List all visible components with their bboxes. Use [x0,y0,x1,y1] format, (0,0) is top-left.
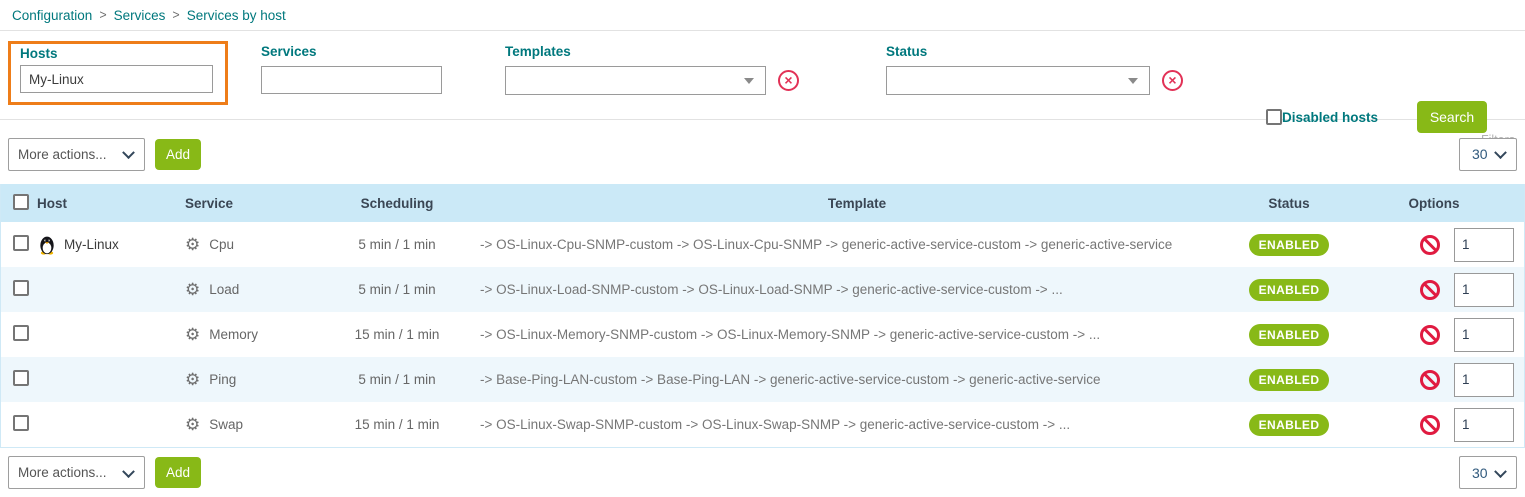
status-filter-label: Status [886,44,928,59]
bottom-toolbar: More actions... Add 30 [0,448,1525,495]
status-badge: ENABLED [1248,278,1330,301]
services-filter-label: Services [261,44,317,59]
service-name[interactable]: Ping [209,372,237,387]
templates-filter-select[interactable] [505,66,766,95]
status-badge: ENABLED [1248,233,1330,256]
table-row: Memory 15 min / 1 min -> OS-Linux-Memory… [1,312,1524,357]
template-chain: -> Base-Ping-LAN-custom -> Base-Ping-LAN… [480,372,1101,387]
scheduling-value: 5 min / 1 min [358,372,436,387]
disable-icon[interactable] [1420,369,1440,390]
row-checkbox[interactable] [13,235,29,251]
services-filter-group: Services [261,44,442,94]
service-name[interactable]: Load [209,282,240,297]
disable-icon[interactable] [1420,234,1440,255]
duplicate-count-input[interactable] [1454,227,1514,262]
scheduling-value: 5 min / 1 min [358,237,436,252]
page-size-select[interactable]: 30 [1459,137,1517,171]
status-filter-group: Status [886,44,1183,95]
template-chain: -> OS-Linux-Cpu-SNMP-custom -> OS-Linux-… [480,237,1173,252]
header-template[interactable]: Template [827,195,887,211]
more-actions-select-wrapper: More actions... [8,456,145,489]
hosts-filter-label: Hosts [20,46,58,61]
disable-icon[interactable] [1420,324,1440,345]
status-badge: ENABLED [1248,323,1330,346]
header-status[interactable]: Status [1268,195,1310,211]
service-name[interactable]: Memory [209,327,259,342]
status-badge: ENABLED [1248,368,1330,391]
row-checkbox[interactable] [13,415,29,431]
template-chain: -> OS-Linux-Swap-SNMP-custom -> OS-Linux… [480,417,1071,432]
header-host[interactable]: Host [37,195,67,211]
breadcrumb-separator: > [99,8,107,22]
chevron-down-icon [744,78,754,84]
row-checkbox[interactable] [13,325,29,341]
breadcrumb-configuration[interactable]: Configuration [12,7,93,23]
gear-icon[interactable] [185,371,200,388]
disable-icon[interactable] [1420,279,1440,300]
chevron-down-icon [1128,78,1138,84]
more-actions-select[interactable]: More actions... [8,137,145,171]
row-checkbox[interactable] [13,280,29,296]
header-service[interactable]: Service [185,195,234,211]
duplicate-count-input[interactable] [1454,272,1514,307]
header-scheduling[interactable]: Scheduling [360,195,434,211]
service-name[interactable]: Swap [209,417,244,432]
table-row: My-Linux Cpu 5 min / 1 min -> OS-Linux-C… [1,222,1524,267]
gear-icon[interactable] [185,281,200,298]
add-button[interactable]: Add [155,138,201,170]
breadcrumb-services[interactable]: Services [113,7,166,23]
hosts-filter-group: Hosts [8,41,228,105]
page-size-select-wrapper: 30 [1459,456,1517,489]
duplicate-count-input[interactable] [1454,317,1514,352]
clear-templates-icon[interactable] [778,70,799,91]
linux-penguin-icon [40,236,54,255]
table-row: Swap 15 min / 1 min -> OS-Linux-Swap-SNM… [1,402,1524,447]
disabled-hosts-group: Disabled hosts [1266,109,1378,125]
add-button-bottom[interactable]: Add [155,457,201,488]
disable-icon[interactable] [1420,414,1440,435]
select-all-checkbox[interactable] [13,193,29,210]
gear-icon[interactable] [185,236,200,253]
header-options[interactable]: Options [1408,195,1460,211]
breadcrumb-separator: > [172,8,180,22]
filter-panel: Hosts Services Templates Status Disabled… [0,31,1525,147]
templates-filter-group: Templates [505,44,799,95]
table-header-row: Host Service Scheduling Template Status … [1,184,1524,222]
hosts-filter-input[interactable] [20,65,213,93]
page-size-select-wrapper: 30 [1459,137,1517,171]
scheduling-value: 15 min / 1 min [354,417,440,432]
clear-status-icon[interactable] [1162,70,1183,91]
page-size-select-bottom[interactable]: 30 [1459,456,1517,489]
more-actions-select-bottom[interactable]: More actions... [8,456,145,489]
services-table: Host Service Scheduling Template Status … [0,184,1525,448]
row-checkbox[interactable] [13,370,29,386]
disabled-hosts-checkbox[interactable] [1266,109,1282,125]
table-body: My-Linux Cpu 5 min / 1 min -> OS-Linux-C… [1,222,1524,447]
search-button[interactable]: Search [1417,101,1487,133]
service-name[interactable]: Cpu [209,237,235,252]
status-badge: ENABLED [1248,413,1330,436]
gear-icon[interactable] [185,416,200,433]
table-row: Load 5 min / 1 min -> OS-Linux-Load-SNMP… [1,267,1524,312]
scheduling-value: 15 min / 1 min [354,327,440,342]
disabled-hosts-label[interactable]: Disabled hosts [1282,109,1379,125]
scheduling-value: 5 min / 1 min [358,282,436,297]
template-chain: -> OS-Linux-Memory-SNMP-custom -> OS-Lin… [480,327,1101,342]
services-filter-input[interactable] [261,66,442,94]
top-toolbar: More actions... Add 30 [0,120,1525,184]
duplicate-count-input[interactable] [1454,362,1514,397]
status-filter-select[interactable] [886,66,1150,95]
template-chain: -> OS-Linux-Load-SNMP-custom -> OS-Linux… [480,282,1063,297]
breadcrumb: Configuration > Services > Services by h… [0,0,1525,31]
duplicate-count-input[interactable] [1454,407,1514,442]
host-link[interactable]: My-Linux [64,237,119,252]
gear-icon[interactable] [185,326,200,343]
table-row: Ping 5 min / 1 min -> Base-Ping-LAN-cust… [1,357,1524,402]
breadcrumb-services-by-host[interactable]: Services by host [186,7,286,23]
templates-filter-label: Templates [505,44,571,59]
more-actions-select-wrapper: More actions... [8,137,145,171]
